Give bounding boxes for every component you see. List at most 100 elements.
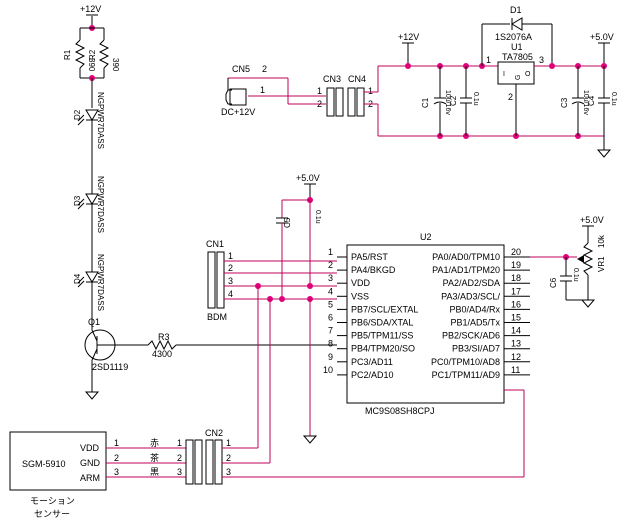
u2-pin-number: 2	[328, 260, 333, 270]
u2-pin-number: 9	[328, 352, 333, 362]
q1-ref: Q1	[88, 317, 100, 327]
d3-ref: D3	[73, 195, 82, 206]
cn3-body	[326, 87, 335, 117]
sensor-pin-gnd: GND	[80, 458, 101, 468]
cn1-bdm-connector: CN1 BDM 1 2 3 4	[206, 239, 337, 444]
u2-pin-name: PB5/TPM11/SS	[351, 331, 413, 341]
d2-ref: D2	[73, 109, 82, 120]
u2-pin-number: 4	[328, 286, 333, 296]
cn3-ref: CN3	[323, 74, 341, 84]
u1-label-g: G	[515, 75, 522, 80]
u2-pin-name: PC1/TPM11/AD9	[432, 370, 500, 380]
u2-pin-number: 5	[328, 299, 333, 309]
ground-icon	[84, 391, 100, 400]
cn1-body-2	[216, 251, 225, 309]
u2-ref: U2	[420, 232, 432, 242]
dc-jack-body	[229, 88, 247, 106]
regulator-section: +12V C1 10u/16v C2 0.1u D1 1	[378, 5, 617, 158]
u2-pin-name: VDD	[351, 278, 371, 288]
q1-emitter	[91, 348, 98, 361]
u1-label-i: I	[503, 71, 505, 78]
vcc5-reg-label: +5.0V	[590, 32, 614, 42]
u2-part: MC9S08SH8CPJ	[365, 406, 435, 416]
cn2-pin2-right: 2	[226, 453, 231, 463]
sensor-wire-num-2: 2	[114, 453, 119, 463]
d3-value: NGPWR7DASS	[96, 176, 105, 233]
u2-pin-number: 10	[323, 365, 333, 375]
u2-pin-number: 15	[511, 313, 521, 323]
q1-collector	[91, 329, 98, 342]
u2-pin-number: 1	[328, 247, 333, 257]
c4-ref: C4	[587, 95, 596, 106]
junction-dot	[307, 283, 313, 289]
wire-color-red: 赤	[150, 438, 159, 448]
vcc5-cap-label: +5.0V	[296, 173, 320, 183]
u2-pin-number: 14	[511, 326, 521, 336]
c1-value: 10u/16v	[444, 90, 451, 115]
cn2-pin1-left: 1	[177, 438, 182, 448]
cn2-body-4	[214, 439, 223, 485]
u2-pin-name: PC0/TPM10/AD8	[431, 357, 500, 367]
c6-value: 0.1u	[572, 268, 579, 282]
r2-ref: R2	[88, 49, 97, 60]
d2-light-arrow-icon	[77, 114, 85, 122]
sensor-wire-num-1: 1	[114, 438, 119, 448]
cn2-body-2	[194, 439, 203, 485]
u2-pin-number: 12	[511, 352, 521, 362]
c3-plate-curved-icon	[571, 101, 585, 105]
u2-pin-number: 19	[511, 260, 521, 270]
u2-pin-number: 16	[511, 299, 521, 309]
vr1-wiper-arrow-icon	[577, 255, 584, 263]
u1-pin-g: 2	[508, 92, 513, 102]
d4-led-icon	[85, 271, 99, 283]
u1-label-o: O	[525, 71, 531, 78]
sensor-caption-2: センサー	[34, 509, 70, 519]
ground-icon	[580, 299, 596, 308]
d4-light-arrow-icon	[77, 276, 85, 284]
d2-light-arrow-icon	[77, 118, 85, 126]
u2-pin-name: PB6/SDA/XTAL	[351, 318, 413, 328]
ground-icon	[596, 149, 612, 158]
sensor-pin-vdd: VDD	[80, 443, 100, 453]
u2-pin-name: PB0/AD4/Rx	[449, 304, 500, 314]
vr1-value: 10k	[597, 234, 606, 248]
vr1-ref: VR1	[597, 256, 606, 272]
u2-pin-name: PB4/TPM20/SO	[351, 344, 415, 354]
u2-pin-number: 7	[328, 326, 333, 336]
cn4-body-2	[356, 87, 365, 117]
u2-pin-name: PA4/BKGD	[351, 265, 396, 275]
cn5-label: DC+12V	[221, 107, 255, 117]
u2-pin-name: PB2/SCK/AD6	[442, 331, 500, 341]
c4-value: 0.1u	[610, 92, 617, 106]
u1-pin-out: 3	[539, 55, 544, 65]
motion-sensor: SGM-5910 VDD GND ARM モーション センサー 1 2 3 赤 …	[9, 286, 525, 519]
vr1-section: +5.0V VR1 10k C6 0.1u	[530, 215, 606, 308]
r1-zigzag	[74, 39, 86, 69]
u1-pin-in: 1	[486, 55, 491, 65]
r2-value: 390	[111, 58, 120, 72]
cn2-pin3-right: 3	[226, 467, 231, 477]
d3-light-arrow-icon	[77, 202, 85, 210]
dc-jack-icon	[225, 89, 232, 105]
cn1-ref: CN1	[206, 239, 224, 249]
vcc12-top-label: +12V	[80, 4, 101, 14]
c1-ref: C1	[421, 97, 430, 108]
u2-pin-number: 3	[328, 273, 333, 283]
u1-value: TA7805	[502, 52, 533, 62]
u2-pin-number: 20	[511, 247, 521, 257]
cn2-ref: CN2	[205, 428, 223, 438]
c6-ref: C6	[549, 277, 558, 288]
ground-icon	[302, 435, 318, 444]
d1-ref: D1	[510, 5, 522, 15]
cn2-body	[185, 439, 194, 485]
c3-ref: C3	[560, 97, 569, 108]
c2-ref: C2	[449, 95, 458, 106]
u2-pin-number: 13	[511, 339, 521, 349]
u2-pin-number: 11	[511, 365, 520, 375]
d4-ref: D4	[73, 273, 82, 284]
r3-value: 4300	[152, 349, 172, 359]
c5-section: +5.0V C5 0.1u	[276, 173, 321, 300]
